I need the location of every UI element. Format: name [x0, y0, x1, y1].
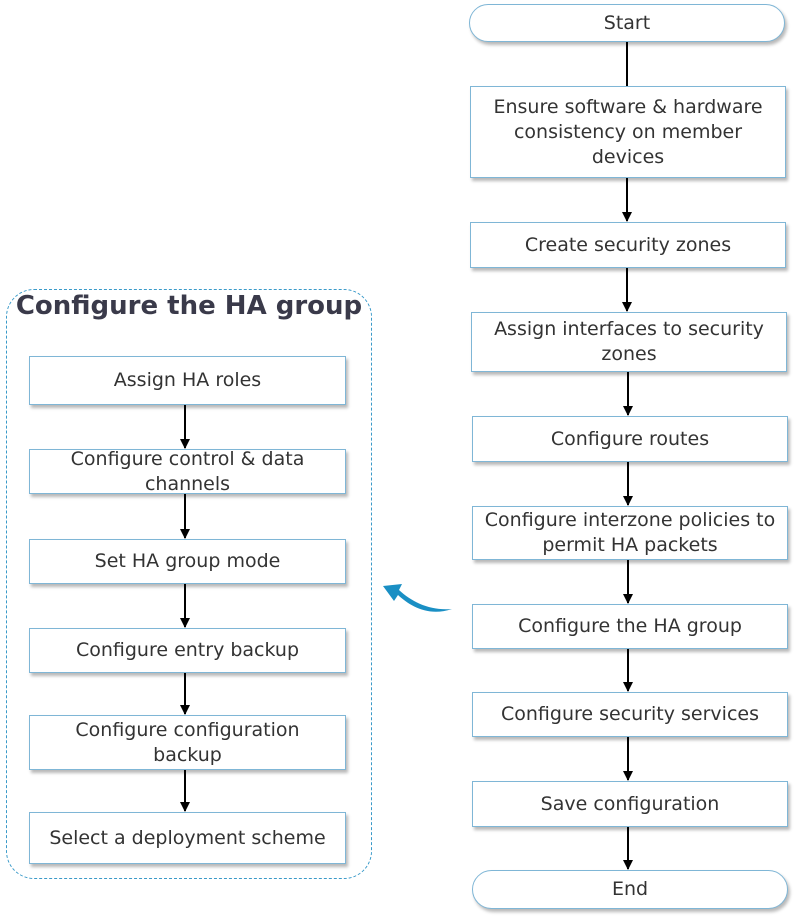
step-ensure-consistency: Ensure software & hardware consistency o…: [470, 86, 786, 178]
step-create-zones: Create security zones: [470, 222, 786, 268]
step-interzone-policies: Configure interzone policies to permit H…: [472, 506, 788, 560]
ha-group-container: [6, 289, 372, 879]
step-security-services: Configure security services: [472, 692, 788, 737]
step-save-config: Save configuration: [472, 781, 788, 827]
ha-group-title: Configure the HA group: [15, 291, 363, 321]
ha-step-config-backup: Configure configuration backup: [29, 715, 346, 770]
step-configure-routes: Configure routes: [472, 416, 788, 462]
ha-step-group-mode: Set HA group mode: [29, 539, 346, 584]
step-configure-ha-group: Configure the HA group: [472, 604, 788, 649]
step-assign-interfaces: Assign interfaces to security zones: [471, 312, 787, 372]
ha-step-deployment: Select a deployment scheme: [29, 812, 346, 864]
callout-arrow-icon: [383, 584, 452, 612]
start-terminal: Start: [469, 4, 785, 42]
ha-step-channels: Configure control & data channels: [29, 448, 346, 495]
ha-step-assign-roles: Assign HA roles: [29, 356, 346, 405]
end-terminal: End: [472, 870, 788, 909]
ha-step-entry-backup: Configure entry backup: [29, 628, 346, 673]
